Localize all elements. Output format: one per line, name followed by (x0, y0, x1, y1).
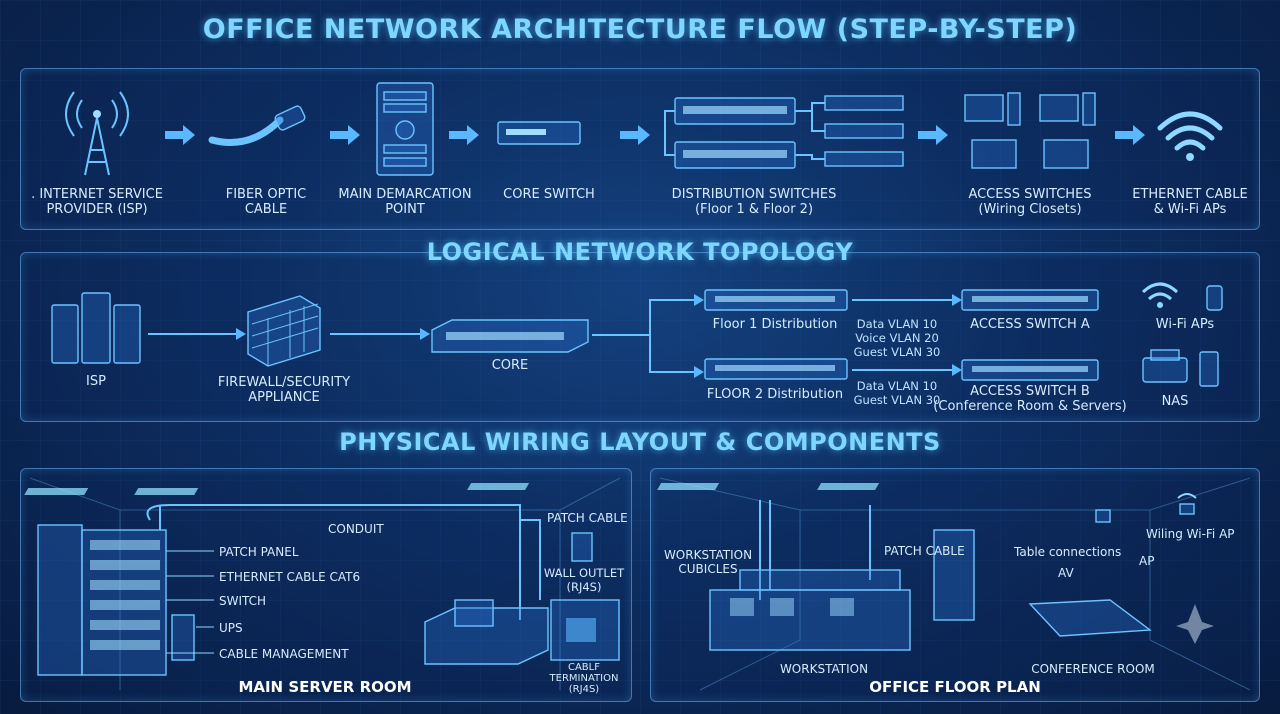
switch-icon (497, 121, 581, 145)
wifi-icon (1157, 111, 1223, 161)
access-b-label: ACCESS SWITCH B(Conference Room & Server… (933, 384, 1127, 414)
isp-label: ISP (86, 374, 106, 389)
floor-patch-cable-label: PATCH CABLE (884, 544, 965, 558)
flow-arrows (165, 125, 1145, 145)
logical-connectors (148, 294, 962, 378)
logical-title: LOGICAL NETWORK TOPOLOGY (426, 238, 854, 266)
step-access-label: ACCESS SWITCHES(Wiring Closets) (968, 187, 1092, 217)
isp-servers-icon (51, 292, 141, 364)
step-ethernet-label: ETHERNET CABLE& Wi-Fi APs (1132, 187, 1248, 217)
switch-stack-icon (664, 95, 904, 169)
floor1-switch-icon (704, 289, 848, 311)
main-title: OFFICE NETWORK ARCHITECTURE FLOW (STEP-B… (202, 14, 1078, 45)
floor2-label: FLOOR 2 Distribution (706, 387, 844, 402)
cell-tower-icon (65, 91, 129, 176)
floor-plan-illustration (467, 477, 1251, 691)
logical-panel (20, 252, 1260, 422)
access-a-icon (961, 289, 1099, 311)
patch-panel-label: PATCH PANEL (219, 545, 299, 559)
small-wifi-icon (1141, 282, 1223, 311)
server-room-caption: MAIN SERVER ROOM (238, 678, 412, 696)
floor-plan-caption: OFFICE FLOOR PLAN (869, 678, 1041, 696)
computers-icon (964, 92, 1096, 169)
floor1-label: Floor 1 Distribution (712, 317, 838, 332)
core-switch-icon (431, 319, 589, 353)
access-b-icon (961, 359, 1099, 381)
step-core-label: CORE SWITCH (503, 187, 595, 202)
conduit-label: CONDUIT (328, 522, 384, 536)
switch-label: SWITCH (219, 594, 267, 608)
floor-plan-panel (650, 468, 1260, 702)
patch-cable-label: PATCH CABLE (547, 511, 628, 525)
server-room-illustration (24, 477, 621, 690)
firewall-icon (247, 295, 321, 367)
physical-title: PHYSICAL WIRING LAYOUT & COMPONENTS (339, 428, 941, 456)
wall-outlet-label: WALL OUTLET(RJ4S) (543, 566, 625, 594)
av-label: AV (1058, 566, 1074, 580)
ethernet-cable-label: ETHERNET CABLE CAT6 (219, 570, 361, 584)
conference-label: CONFERENCE ROOM (1031, 662, 1155, 676)
table-connections-label: Table connections (1014, 545, 1122, 559)
ups-label: UPS (219, 621, 243, 635)
core-label: CORE (491, 358, 529, 373)
floor2-switch-icon (704, 358, 848, 380)
wifi-aps-label: Wi-Fi APs (1155, 317, 1215, 332)
nas-label: NAS (1161, 394, 1189, 409)
workstation-label: WORKSTATION (779, 662, 869, 676)
ap-label: AP (1139, 554, 1155, 568)
step-distribution-label: DISTRIBUTION SWITCHES(Floor 1 & Floor 2) (671, 187, 837, 217)
access-a-label: ACCESS SWITCH A (970, 317, 1090, 332)
printer-nas-icon (1142, 349, 1219, 387)
server-cabinet-icon (376, 82, 434, 176)
wifi-ap-label: Wiling Wi-Fi AP (1146, 527, 1235, 541)
cable-management-label: CABLE MANAGEMENT (219, 647, 349, 661)
fiber-cable-icon (208, 105, 306, 146)
